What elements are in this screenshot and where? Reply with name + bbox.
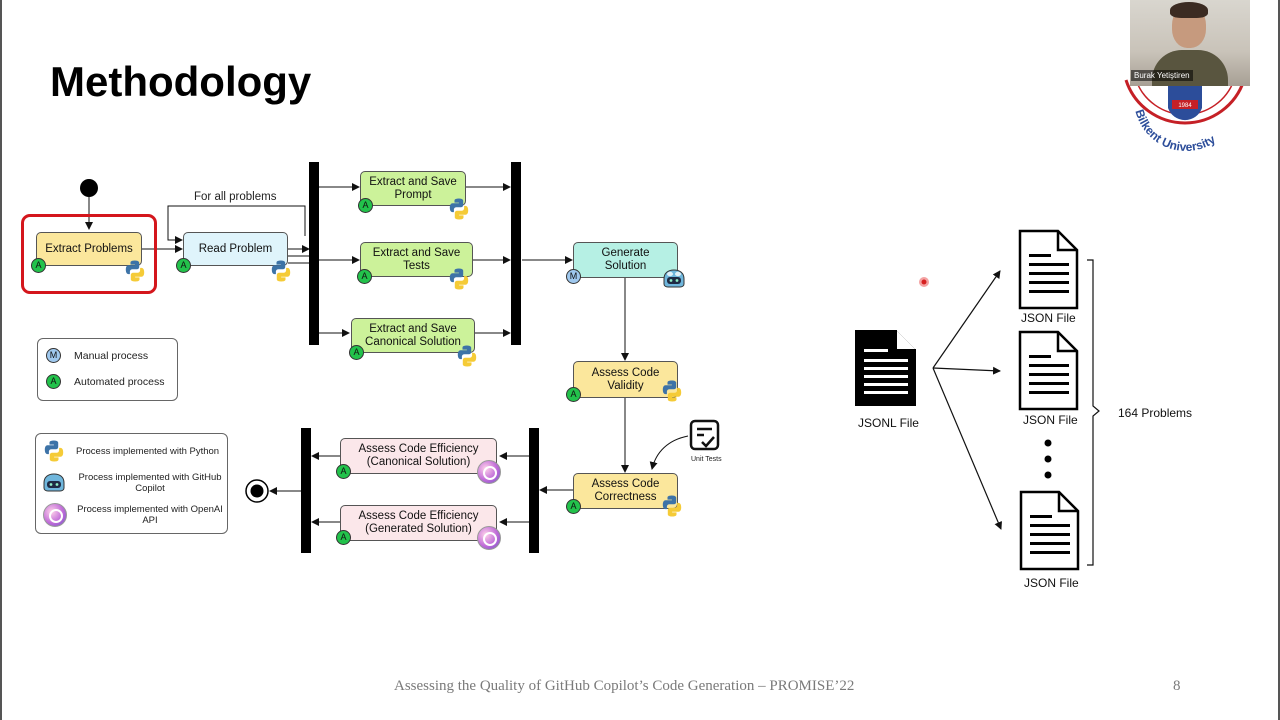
python-icon [271, 260, 291, 282]
node-label: Extract and Save Prompt [369, 175, 457, 201]
logo-year: 1984 [1178, 103, 1192, 109]
unit-tests-label: Unit Tests [691, 456, 722, 463]
problem-count-label: 164 Problems [1118, 406, 1193, 420]
highlight-frame [21, 214, 157, 294]
automated-badge: A [176, 258, 191, 273]
json-file-label: JSON File [1023, 413, 1078, 427]
node-extract-problems: Extract Problems [36, 232, 142, 266]
node-extract-canonical: Extract and Save Canonical Solution [351, 318, 475, 353]
node-label-line2: (Canonical Solution) [366, 456, 471, 468]
manual-badge: M [46, 348, 61, 363]
unit-tests-icon [689, 419, 720, 451]
loop-label: For all problems [194, 191, 277, 203]
legend-implementations [35, 433, 228, 534]
github-copilot-icon [43, 473, 65, 492]
python-icon [44, 440, 64, 462]
legend-python-label: Process implemented with Python [76, 446, 220, 457]
legend-manual-label: Manual process [74, 350, 149, 362]
automated-badge: A [336, 464, 351, 479]
node-label-line2: (Generated Solution) [365, 523, 472, 535]
json-file-label: JSON File [1021, 311, 1076, 325]
node-label-line1: Assess Code Efficiency [358, 443, 479, 455]
node-extract-tests: Extract and Save Tests [360, 242, 473, 277]
slide-title: Methodology [50, 58, 312, 105]
node-label: Generate Solution [601, 247, 650, 272]
node-label: Extract and Save Canonical Solution [365, 322, 461, 348]
legend-openai-label: Process implemented with OpenAI API [77, 504, 223, 526]
page-number: 8 [1173, 678, 1181, 694]
node-generate-solution: Generate Solution [573, 242, 678, 278]
join-bar-efficiency [301, 428, 311, 553]
fork-bar-efficiency [529, 428, 539, 553]
node-label-line1: Assess Code Efficiency [358, 510, 479, 522]
automated-badge: A [566, 499, 581, 514]
json-file-label: JSON File [1024, 576, 1079, 590]
fork-bar [309, 162, 319, 345]
node-label: Read Problem [198, 242, 273, 255]
start-node [80, 179, 98, 197]
node-assess-validity: Assess Code Validity [573, 361, 678, 398]
openai-icon [43, 503, 67, 527]
automated-badge: A [46, 374, 61, 389]
manual-badge: M [566, 269, 581, 284]
json-file-icon [1019, 490, 1080, 571]
automated-badge: A [358, 198, 373, 213]
automated-badge: A [357, 269, 372, 284]
webcam-name-label: Burak Yetiştiren [1131, 70, 1193, 81]
jsonl-file-icon [855, 330, 916, 406]
json-file-icon [1018, 229, 1079, 310]
legend-automated-label: Automated process [74, 376, 165, 388]
automated-badge: A [336, 530, 351, 545]
python-icon [449, 198, 469, 220]
node-assess-correctness: Assess Code Correctness [573, 473, 678, 509]
github-copilot-icon [663, 269, 685, 288]
node-label: Assess Code Validity [591, 366, 660, 392]
node-efficiency-generated: Assess Code Efficiency (Generated Soluti… [340, 505, 497, 541]
node-read-problem: Read Problem [183, 232, 288, 266]
node-extract-prompt: Extract and Save Prompt [360, 171, 466, 206]
jsonl-file-label: JSONL File [858, 416, 919, 430]
node-label: Assess Code Correctness [591, 478, 660, 503]
python-icon [662, 495, 682, 517]
python-icon [662, 380, 682, 402]
slide-border [1278, 0, 1280, 720]
python-icon [457, 345, 477, 367]
slide-border [0, 0, 2, 720]
automated-badge: A [349, 345, 364, 360]
node-efficiency-canonical: Assess Code Efficiency (Canonical Soluti… [340, 438, 497, 474]
slide-footer: Assessing the Quality of GitHub Copilot’… [394, 678, 855, 694]
join-bar [511, 162, 521, 345]
node-label: Extract Problems [45, 242, 133, 255]
legend-copilot-label: Process implemented with GitHub Copilot [78, 472, 222, 494]
json-file-icon [1018, 330, 1079, 411]
openai-icon [477, 460, 501, 484]
legend-process-types [37, 338, 178, 401]
automated-badge: A [31, 258, 46, 273]
automated-badge: A [566, 387, 581, 402]
python-icon [125, 260, 145, 282]
node-label: Extract and Save Tests [372, 246, 461, 272]
openai-icon [477, 526, 501, 550]
python-icon [449, 268, 469, 290]
university-logo: 1984 Bilkent University [1124, 79, 1246, 154]
